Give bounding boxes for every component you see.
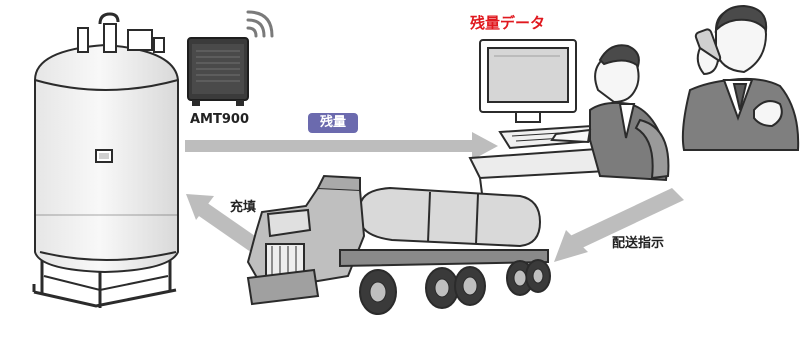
device-name-label: AMT900: [190, 112, 250, 127]
refill-label: 充填: [230, 200, 257, 215]
arrow-remaining-to-office: [185, 132, 498, 160]
dispatch-instruction-label: 配送指示: [612, 236, 665, 251]
amt900-device: [187, 37, 249, 106]
arrow-dispatch-to-truck: [554, 188, 684, 262]
office-worker-at-computer: [468, 39, 670, 241]
tanker-truck: [246, 174, 551, 315]
remaining-data-label: 残量データ: [470, 14, 546, 32]
storage-tank: [32, 12, 179, 308]
manager-on-phone: [681, 4, 800, 151]
remaining-flow-badge: 残量: [308, 113, 358, 133]
truck-wheels: [359, 259, 551, 315]
wireless-signal-icon: [246, 10, 274, 38]
tank-fittings: [77, 12, 165, 53]
